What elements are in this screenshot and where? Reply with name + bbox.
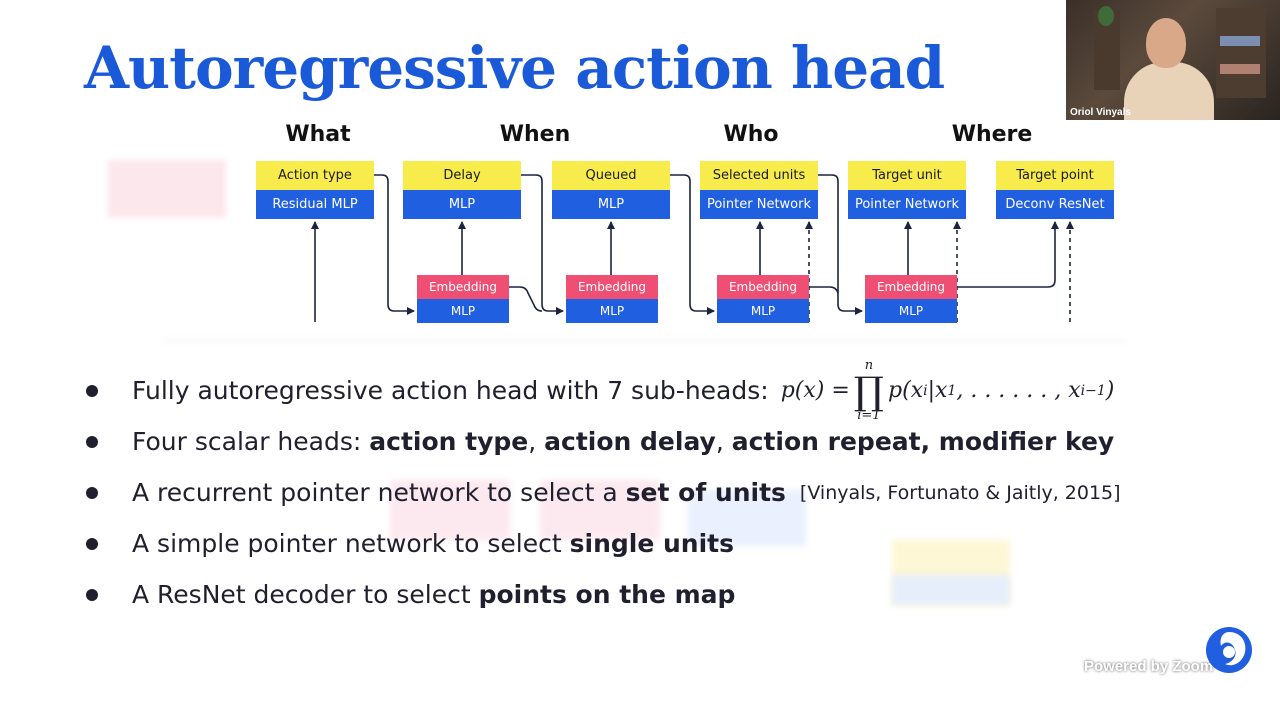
embedding-mlp: MLP (865, 299, 957, 323)
bullet-plain: A recurrent pointer network to select a (132, 478, 626, 507)
column-heading-what: What (285, 122, 351, 147)
product-operator: n ∏ i=1 (853, 357, 885, 423)
slide-title: Autoregressive action head (84, 34, 945, 102)
embedding-mlp: MLP (566, 299, 658, 323)
formula-sub-1: 1 (947, 382, 957, 399)
bullet-plain: A ResNet decoder to select (132, 580, 479, 609)
head-target-unit: Target unit Pointer Network (848, 161, 966, 219)
embedding-block-2: Embedding MLP (566, 275, 658, 323)
participant-name: Oriol Vinyals (1070, 107, 1131, 118)
bullet-scalar-heads: Four scalar heads: action type, action d… (84, 416, 1184, 467)
bullet-plain: A simple pointer network to select (132, 529, 570, 558)
bullet-separator: , (715, 427, 732, 456)
head-label: Selected units (700, 161, 818, 190)
bullet-autoregressive: Fully autoregressive action head with 7 … (84, 358, 1184, 422)
embedding-label: Embedding (717, 275, 809, 299)
bullet-emphasis: points on the map (478, 580, 736, 609)
embedding-label: Embedding (566, 275, 658, 299)
head-network: MLP (552, 190, 670, 219)
bullet-resnet-decoder: A ResNet decoder to select points on the… (84, 569, 1184, 620)
participant-video-tile[interactable]: Oriol Vinyals (1066, 0, 1280, 120)
bullet-emphasis: set of units (625, 478, 786, 507)
bullet-text: A recurrent pointer network to select a … (132, 478, 786, 507)
citation: [Vinyals, Fortunato & Jaitly, 2015] (799, 481, 1121, 504)
books (1220, 36, 1260, 46)
head-label: Action type (256, 161, 374, 190)
participant-head (1146, 18, 1186, 68)
embedding-block-1: Embedding MLP (417, 275, 509, 323)
head-action-type: Action type Residual MLP (256, 161, 374, 219)
head-label: Queued (552, 161, 670, 190)
powered-by-zoom: Powered by Zoom (1084, 658, 1214, 675)
bullet-recurrent-pointer: A recurrent pointer network to select a … (84, 467, 1184, 518)
bullet-text: Fully autoregressive action head with 7 … (132, 376, 769, 405)
product-symbol-icon: ∏ (853, 368, 885, 413)
bullet-emphasis: action repeat, modifier key (731, 427, 1115, 456)
head-label: Target unit (848, 161, 966, 190)
bullet-simple-pointer: A simple pointer network to select singl… (84, 518, 1184, 569)
bullet-list: Fully autoregressive action head with 7 … (84, 358, 1184, 620)
head-selected-units: Selected units Pointer Network (700, 161, 818, 219)
head-delay: Delay MLP (403, 161, 521, 219)
bullet-separator: , (528, 427, 545, 456)
bullet-plain: Four scalar heads: (132, 427, 370, 456)
bullet-text: A simple pointer network to select singl… (132, 529, 734, 558)
product-upper-limit: n (864, 357, 874, 373)
bullet-text: Four scalar heads: action type, action d… (132, 427, 1114, 456)
bullet-emphasis: action type (369, 427, 529, 456)
bullet-dot-icon (86, 588, 98, 601)
deepmind-logo-icon (1206, 627, 1252, 673)
head-label: Delay (403, 161, 521, 190)
head-network: Residual MLP (256, 190, 374, 219)
embedding-mlp: MLP (717, 299, 809, 323)
formula-rhs-dots: , . . . . . . , x (956, 378, 1081, 403)
embedding-block-3: Embedding MLP (717, 275, 809, 323)
column-heading-who: Who (723, 122, 779, 147)
bookshelf (1216, 8, 1266, 98)
formula-rhs-mid: |x (927, 378, 948, 403)
head-target-point: Target point Deconv ResNet (996, 161, 1114, 219)
embedding-label: Embedding (417, 275, 509, 299)
embedding-mlp: MLP (417, 299, 509, 323)
books (1220, 64, 1260, 74)
bullet-text: A ResNet decoder to select points on the… (132, 580, 735, 609)
formula-sub-last: i−1 (1080, 382, 1106, 399)
head-network: Deconv ResNet (996, 190, 1114, 219)
bullet-dot-icon (86, 537, 98, 550)
formula-lhs: p(x) = (780, 378, 850, 403)
product-lower-limit: i=1 (857, 407, 881, 423)
plant (1098, 6, 1114, 26)
column-heading-where: Where (951, 122, 1033, 147)
formula-rhs-end: ) (1105, 378, 1115, 403)
bullet-emphasis: action delay (544, 427, 716, 456)
head-network: MLP (403, 190, 521, 219)
formula-rhs-start: p(x (888, 378, 924, 403)
formula-sub-i: i (923, 382, 928, 399)
bullet-dot-icon (86, 384, 98, 397)
bullet-dot-icon (86, 435, 98, 448)
bullet-emphasis: single units (569, 529, 734, 558)
embedding-block-4: Embedding MLP (865, 275, 957, 323)
bullet-dot-icon (86, 486, 98, 499)
head-label: Target point (996, 161, 1114, 190)
column-heading-when: When (499, 122, 571, 147)
head-network: Pointer Network (700, 190, 818, 219)
head-network: Pointer Network (848, 190, 966, 219)
embedding-label: Embedding (865, 275, 957, 299)
head-queued: Queued MLP (552, 161, 670, 219)
participant-body (1124, 62, 1214, 120)
